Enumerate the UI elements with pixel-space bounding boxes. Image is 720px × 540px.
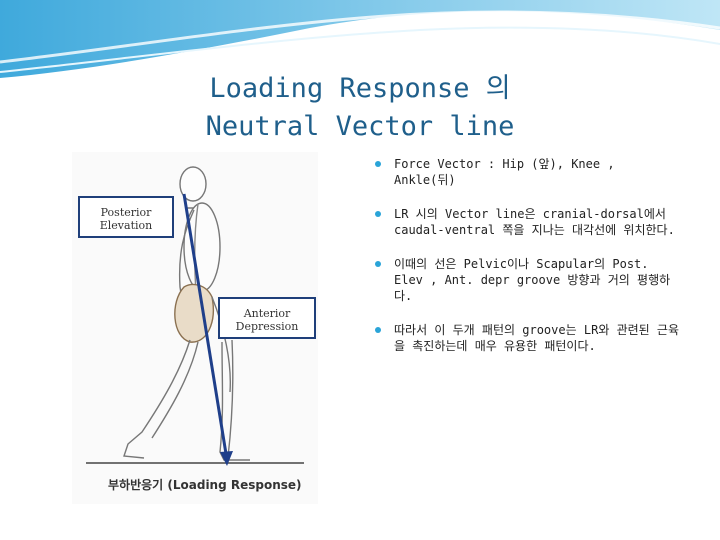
header-wave-decoration <box>0 0 720 78</box>
bullet-list: Force Vector : Hip (앞), Knee , Ankle(뒤) … <box>372 156 682 372</box>
bullet-item: LR 시의 Vector line은 cranial-dorsal에서 caud… <box>372 206 682 238</box>
callout-anterior-depression: Anterior Depression <box>218 297 316 339</box>
figure-caption: 부하반응기 (Loading Response) <box>108 478 302 492</box>
bullet-dot-icon <box>375 261 381 267</box>
bullet-text: Force Vector : Hip (앞), Knee , Ankle(뒤) <box>394 157 615 187</box>
slide-title-line-1: Loading Response 의 <box>209 73 511 104</box>
callout-anterior-label: Anterior Depression <box>235 307 299 333</box>
bullet-text: LR 시의 Vector line은 cranial-dorsal에서 caud… <box>394 207 675 237</box>
callout-posterior-elevation: Posterior Elevation <box>78 196 174 238</box>
force-vector-line <box>182 193 229 461</box>
bullet-text: 따라서 이 두개 패턴의 groove는 LR와 관련된 근육을 촉진하는데 매… <box>394 323 680 353</box>
skeleton-illustration <box>86 166 304 466</box>
bullet-dot-icon <box>375 327 381 333</box>
bullet-item: 이때의 선은 Pelvic이나 Scapular의 Post. Elev , A… <box>372 256 682 304</box>
force-vector-arrowhead <box>220 451 233 466</box>
bullet-item: 따라서 이 두개 패턴의 groove는 LR와 관련된 근육을 촉진하는데 매… <box>372 322 682 354</box>
bullet-text: 이때의 선은 Pelvic이나 Scapular의 Post. Elev , A… <box>394 257 671 303</box>
slide-title-line-2: Neutral Vector line <box>205 111 515 142</box>
bullet-dot-icon <box>375 211 381 217</box>
bullet-item: Force Vector : Hip (앞), Knee , Ankle(뒤) <box>372 156 682 188</box>
callout-posterior-label: Posterior Elevation <box>99 206 153 232</box>
bullet-dot-icon <box>375 161 381 167</box>
skull-shape <box>179 166 207 202</box>
ribcage-shape <box>183 202 221 292</box>
